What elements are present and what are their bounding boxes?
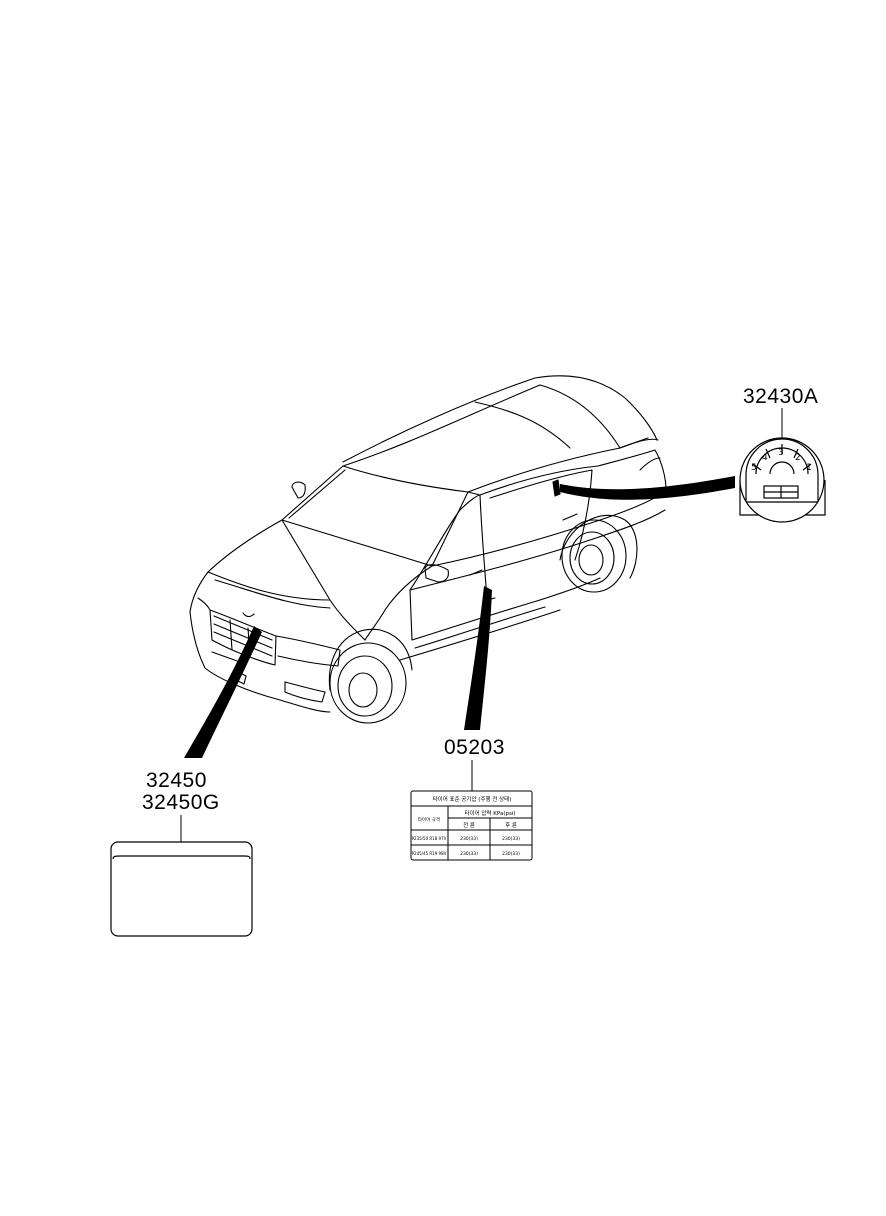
callout-05203: 05203 xyxy=(444,736,505,759)
tire-label-row-header: 타이어 규격 xyxy=(418,816,440,823)
callout-32450: 32450 xyxy=(146,769,207,792)
tire-label-title: 타이어 표준 공기압 (주행 전 상태) xyxy=(433,795,512,803)
tire-label-front-value: 230(33) xyxy=(460,851,478,857)
fuel-dial-label xyxy=(739,437,826,523)
fuel-dial-number: 3 xyxy=(778,448,784,458)
fuel-dial-scale: 5 4 3 2 1 xyxy=(751,448,812,473)
fuel-dial-number: 2 xyxy=(795,453,801,463)
emission-label xyxy=(110,841,253,937)
fuel-dial-number: 4 xyxy=(762,453,768,463)
tire-label-col-front: 전 륜 xyxy=(463,821,475,829)
leader-ribbons xyxy=(184,476,735,758)
callout-32430a: 32430A xyxy=(743,385,819,408)
tire-label-rear-value: 230(33) xyxy=(502,836,520,842)
tire-label-front-value: 230(33) xyxy=(460,836,478,842)
tire-label-rear-value: 230(33) xyxy=(502,851,520,857)
tire-label-size: P245/45 R19 98V xyxy=(412,851,447,856)
tire-label-col-rear: 후 륜 xyxy=(505,822,517,829)
tire-label-text: 타이어 표준 공기압 (주행 전 상태) 타이어 압력 KPa(psi) 타이어… xyxy=(412,795,521,857)
tire-label-pressure-header: 타이어 압력 KPa(psi) xyxy=(464,809,515,817)
fuel-dial-number: 1 xyxy=(806,463,812,473)
fuel-dial-number: 5 xyxy=(751,463,757,473)
tire-label-size: P235/50 R18 97V xyxy=(412,836,447,841)
callout-32450g: 32450G xyxy=(142,791,220,814)
tire-pressure-label xyxy=(410,790,533,861)
